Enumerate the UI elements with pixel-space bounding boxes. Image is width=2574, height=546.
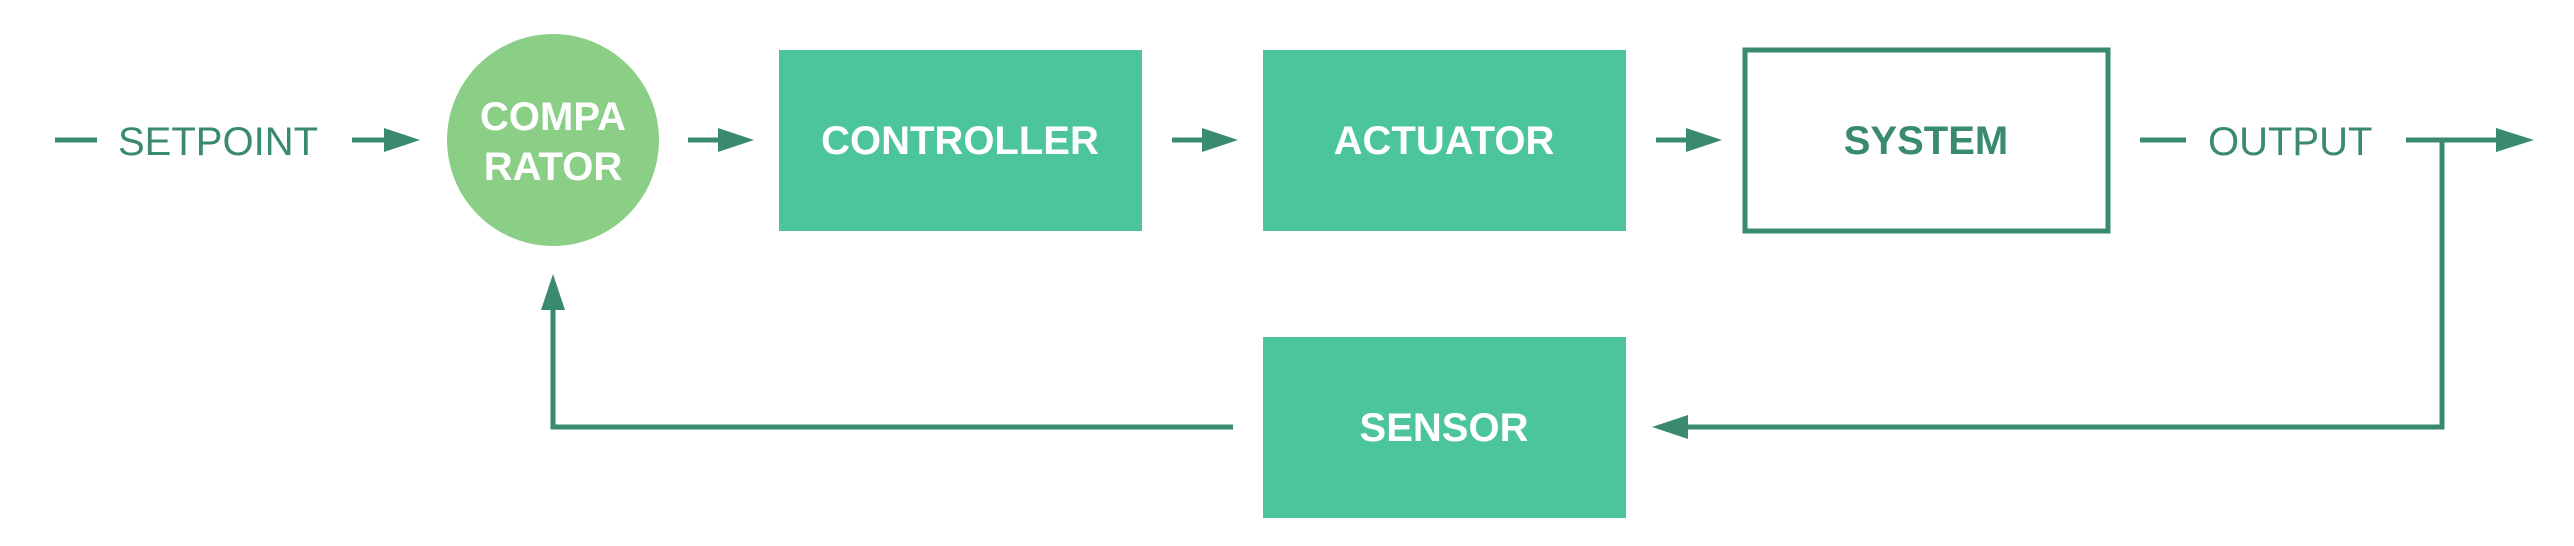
setpoint-arrowhead	[384, 128, 420, 152]
controller-block	[779, 50, 1142, 231]
comparator-label-line1: COMPA	[480, 95, 626, 139]
feedback-line-left	[550, 305, 1233, 430]
actuator-block	[1263, 50, 1626, 231]
output-label: OUTPUT	[2208, 120, 2372, 164]
actuator-label: ACTUATOR	[1334, 119, 1555, 163]
feedback-to-comparator-arrowhead	[541, 274, 565, 310]
system-block	[1742, 47, 2111, 234]
actuator-to-system-arrowhead	[1686, 128, 1722, 152]
setpoint-label: SETPOINT	[118, 120, 318, 164]
sensor-block	[1263, 337, 1626, 518]
feedback-line-right	[1680, 140, 2445, 430]
system-label: SYSTEM	[1844, 119, 2008, 163]
controller-to-actuator-arrowhead	[1202, 128, 1238, 152]
feedback-to-sensor-arrowhead	[1652, 415, 1688, 439]
comparator-label-line2: RATOR	[484, 145, 623, 189]
comparator-circle	[447, 34, 659, 246]
comparator-to-controller-arrowhead	[718, 128, 754, 152]
output-arrowhead	[2496, 128, 2534, 152]
controller-label: CONTROLLER	[821, 119, 1099, 163]
sensor-label: SENSOR	[1360, 406, 1529, 450]
